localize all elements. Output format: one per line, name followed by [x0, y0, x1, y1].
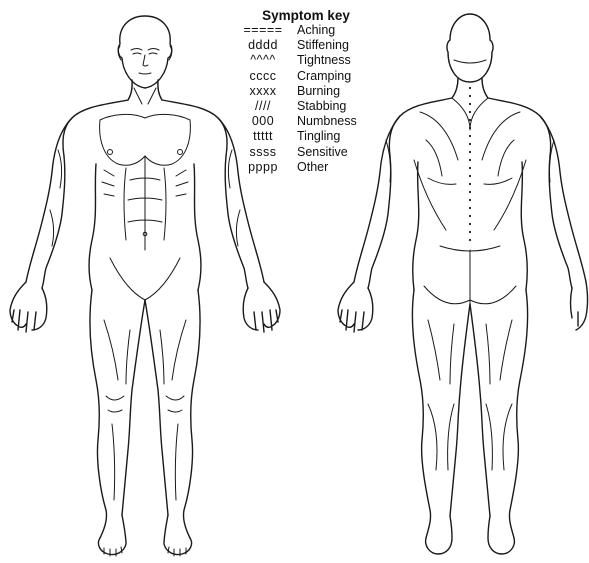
front-head-outline	[118, 16, 171, 88]
symptom-key-row: //// Stabbing	[232, 99, 372, 114]
back-lats	[414, 160, 526, 230]
back-hairline	[454, 60, 486, 63]
symptom-key-row: xxxx Burning	[232, 84, 372, 99]
front-foot-left	[98, 515, 126, 555]
symptom-symbol: 000	[232, 114, 294, 129]
symptom-label: Burning	[294, 84, 372, 99]
symptom-symbol: pppp	[232, 160, 294, 175]
front-mouth	[139, 73, 151, 74]
symptom-label: Numbness	[294, 114, 372, 129]
front-knee-left	[106, 396, 124, 412]
front-knee-right	[166, 396, 184, 412]
back-head-outline	[447, 14, 493, 82]
front-hand-right	[243, 282, 280, 332]
symptom-key-row: dddd Stiffening	[232, 38, 372, 53]
front-arm-left	[26, 118, 72, 288]
symptom-key-row: ===== Aching	[232, 23, 372, 38]
front-leg-left	[90, 290, 145, 538]
front-thigh-left	[104, 320, 130, 384]
symptom-key: Symptom key ===== Aching dddd Stiffening…	[232, 8, 372, 175]
symptom-key-row: 000 Numbness	[232, 114, 372, 129]
symptom-symbol: ttttt	[232, 129, 294, 144]
front-nipple-left	[108, 150, 113, 155]
front-foot-right	[164, 515, 192, 555]
back-hand-right	[571, 282, 588, 330]
symptom-symbol: =====	[232, 23, 294, 38]
front-neck-muscles	[134, 88, 156, 104]
symptom-label: Tightness	[294, 53, 372, 68]
symptom-symbol: ^^^^	[232, 53, 294, 68]
symptom-symbol: ////	[232, 99, 294, 114]
back-calf-right	[486, 404, 512, 470]
back-spine	[469, 87, 471, 241]
symptom-label: Aching	[294, 23, 372, 38]
symptom-label: Cramping	[294, 69, 372, 84]
symptom-key-row: ttttt Tingling	[232, 129, 372, 144]
back-body-figure	[338, 14, 588, 554]
symptom-key-row: pppp Other	[232, 160, 372, 175]
back-leg-right	[470, 290, 528, 538]
back-arm-right	[540, 116, 586, 288]
back-hamstring-right	[486, 320, 512, 384]
back-calf-left	[428, 404, 454, 470]
symptom-label: Tingling	[294, 129, 372, 144]
front-eyes	[133, 53, 157, 54]
front-groin	[110, 258, 180, 300]
front-bicep-left	[50, 150, 62, 246]
symptom-label: Stiffening	[294, 38, 372, 53]
symptom-symbol: xxxx	[232, 84, 294, 99]
front-nose	[143, 55, 148, 66]
front-ears	[118, 46, 172, 60]
back-leg-left	[412, 290, 470, 538]
symptom-symbol: dddd	[232, 38, 294, 53]
back-hamstring-left	[428, 320, 454, 384]
front-eyebrows	[131, 49, 159, 51]
symptom-label: Other	[294, 160, 372, 175]
front-leg-right	[145, 290, 200, 538]
front-shin-right	[175, 424, 178, 500]
front-thigh-right	[160, 320, 186, 384]
symptom-symbol: cccc	[232, 69, 294, 84]
back-scapula	[426, 140, 514, 184]
front-hand-left	[10, 282, 47, 332]
symptom-label: Sensitive	[294, 145, 372, 160]
symptom-symbol: ssss	[232, 145, 294, 160]
back-hand-left	[338, 282, 373, 332]
symptom-key-title: Symptom key	[240, 8, 372, 23]
front-shin-left	[112, 424, 115, 500]
front-torso-outline	[63, 100, 227, 156]
front-nipple-right	[178, 150, 183, 155]
symptom-key-row: ^^^^ Tightness	[232, 53, 372, 68]
back-glutes	[424, 250, 516, 304]
symptom-label: Stabbing	[294, 99, 372, 114]
symptom-key-row: ssss Sensitive	[232, 145, 372, 160]
symptom-key-row: cccc Cramping	[232, 69, 372, 84]
